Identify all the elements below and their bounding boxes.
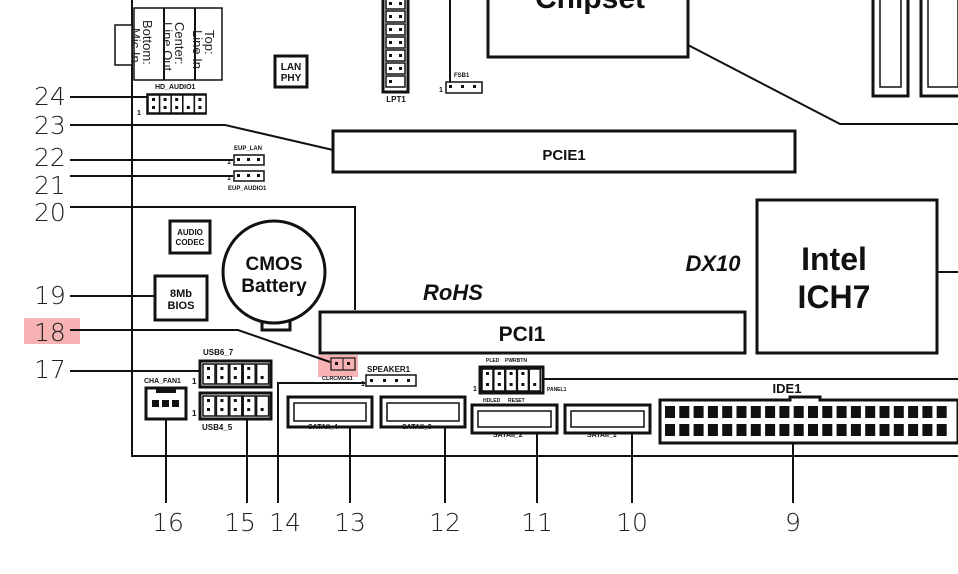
left-callouts: 24 23 22 21 20 19 18 17 <box>34 82 66 384</box>
bios-label: 8Mb <box>170 288 192 300</box>
bottom-callouts: 16 15 14 13 12 11 10 9 <box>152 508 801 537</box>
cha-fan1-label: CHA_FAN1 <box>144 378 181 385</box>
svg-text:Mic In: Mic In <box>128 28 143 63</box>
eup-audio1-label: EUP_AUDIO1 <box>228 186 267 192</box>
pin1-marker: 1 <box>227 175 231 182</box>
callout-11: 11 <box>521 508 553 537</box>
callout-18: 18 <box>34 318 66 347</box>
chipset-line <box>687 44 958 125</box>
callout-20: 20 <box>34 198 66 227</box>
panel1-label: PANEL1 <box>547 387 567 393</box>
callout-13: 13 <box>334 508 366 537</box>
chipset-label: Chipset <box>535 0 645 15</box>
callout-14-line <box>277 382 365 456</box>
svg-text:Line Out: Line Out <box>160 22 175 72</box>
pwrbtn-label: PWRBTN <box>505 358 527 364</box>
cmos-battery-label: CMOS <box>246 254 303 275</box>
callout-23: 23 <box>34 111 66 140</box>
hd-audio1-label: HD_AUDIO1 <box>155 84 196 91</box>
cmos-battery-label-2: Battery <box>241 276 307 297</box>
bios-chip <box>153 274 209 322</box>
sata-connector-2 <box>470 403 559 435</box>
memory-slots <box>871 0 958 98</box>
clrcmos1-label: CLRCMOS1 <box>322 376 353 382</box>
sata-connector-4 <box>286 395 374 429</box>
ide1-label: IDE1 <box>773 381 802 396</box>
audio-codec-label: AUDIO <box>177 228 203 237</box>
callout-19: 19 <box>34 281 66 310</box>
pin1-marker: 1 <box>192 409 197 418</box>
dx10-mark: DX10 <box>685 251 741 276</box>
svg-text:Bottom:: Bottom: <box>140 20 155 65</box>
callout-lines <box>70 96 794 503</box>
pin1-marker: 1 <box>361 381 365 388</box>
pled-label: PLED <box>486 358 500 364</box>
pin1-marker: 1 <box>227 159 231 166</box>
hd-audio1-header <box>146 93 207 115</box>
audio-jacks: Top: Line In Center: Line Out Bottom: Mi… <box>114 7 223 81</box>
svg-text:Top:: Top: <box>202 30 217 55</box>
pin1-marker: 1 <box>439 87 443 94</box>
callout-10: 10 <box>616 508 648 537</box>
lan-phy-chip <box>273 54 309 89</box>
chipset <box>486 0 690 59</box>
lpt1-label: LPT1 <box>386 95 406 104</box>
audio-codec-chip <box>168 219 212 255</box>
cmos-battery <box>221 219 327 325</box>
pcie1-label: PCIE1 <box>542 147 585 164</box>
board-outline <box>131 0 958 457</box>
callout-22: 22 <box>34 143 66 172</box>
reset-label: RESET <box>508 398 525 404</box>
speaker1-header <box>365 374 417 387</box>
pcie1-slot <box>331 129 797 174</box>
fsb1-label: FSB1 <box>454 73 470 79</box>
lan-phy-label-2: PHY <box>281 73 302 84</box>
lpt1-header <box>381 0 410 94</box>
ich7-label: Intel <box>801 241 867 277</box>
callout-15: 15 <box>224 508 256 537</box>
callout-17: 17 <box>34 355 66 384</box>
sata-connector-3 <box>379 395 467 429</box>
callout-24: 24 <box>34 82 66 111</box>
callout-14: 14 <box>269 508 301 537</box>
callout-12: 12 <box>429 508 461 537</box>
pci1-slot <box>318 310 747 355</box>
panel1-header <box>478 365 545 395</box>
ide1-connector <box>658 395 958 445</box>
rohs-mark: RoHS <box>423 280 483 305</box>
intel-ich7-chip <box>755 198 939 355</box>
clrcmos1-jumper <box>330 357 356 371</box>
pci1-label: PCI1 <box>499 323 546 346</box>
sata-connector-1 <box>563 403 652 435</box>
ich7-label-2: ICH7 <box>798 279 871 315</box>
callout-21: 21 <box>34 171 66 200</box>
usb6-7-label: USB6_7 <box>203 348 234 357</box>
eup-lan-label: EUP_LAN <box>234 146 262 152</box>
speaker1-label: SPEAKER1 <box>367 365 411 374</box>
callout-16: 16 <box>152 508 184 537</box>
lan-phy-label: LAN <box>281 62 302 73</box>
usb4-5-label: USB4_5 <box>202 423 233 432</box>
pin1-marker: 1 <box>192 377 197 386</box>
svg-text:Center:: Center: <box>172 22 187 65</box>
pin1-marker: 1 <box>137 110 141 117</box>
callout-9: 9 <box>785 508 801 537</box>
sata1-label: SATAII_1 <box>587 432 617 439</box>
hdled-label: HDLED <box>483 398 501 404</box>
audio-codec-label-2: CODEC <box>176 238 205 247</box>
sata3-label: SATAII_3 <box>402 424 432 431</box>
sata4-label: SATAII_4 <box>308 424 338 431</box>
fsb1-jumper <box>445 81 483 94</box>
pin1-marker: 1 <box>473 386 477 393</box>
sata2-label: SATAII_2 <box>493 432 523 439</box>
cha-fan1-connector <box>144 386 188 421</box>
svg-text:Line In: Line In <box>190 30 205 69</box>
bios-label-2: BIOS <box>168 300 195 312</box>
